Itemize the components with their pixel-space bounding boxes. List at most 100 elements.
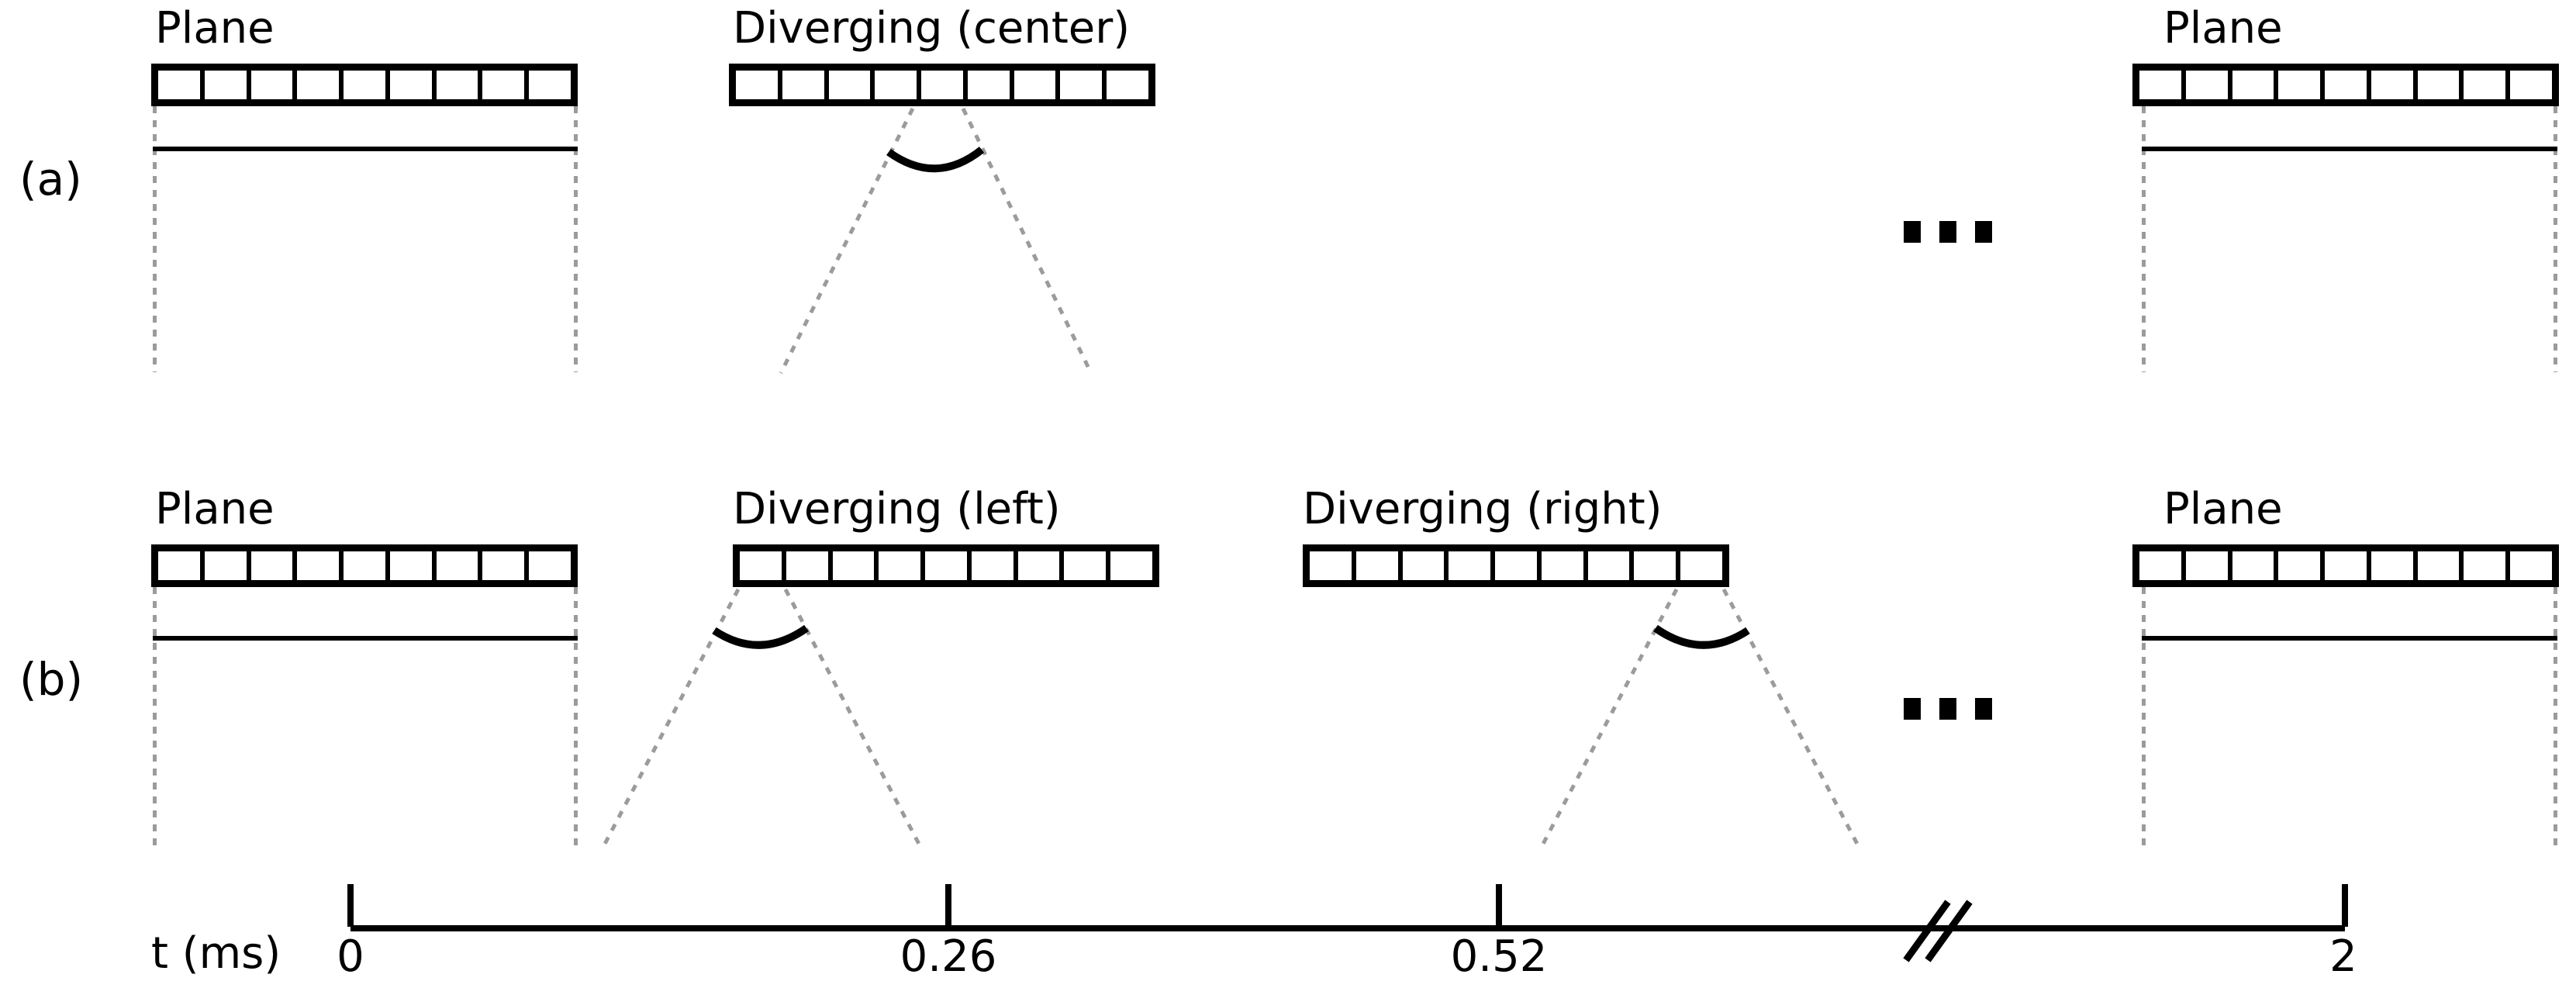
transducer-element	[2464, 71, 2511, 99]
axis-tick	[2342, 884, 2348, 927]
transducer-element	[832, 551, 879, 580]
transducer-element	[1064, 551, 1111, 580]
transducer-element	[529, 71, 571, 99]
aperture-edge-guide-line	[153, 106, 157, 372]
transducer-array	[1303, 544, 1729, 587]
plane-wavefront-line	[153, 147, 578, 151]
transducer-element	[204, 71, 251, 99]
axis-tick	[945, 884, 951, 927]
axis-tick-label-0: 0	[337, 931, 364, 982]
transducer-array	[733, 544, 1159, 587]
row-b-letter: (b)	[19, 653, 84, 706]
transducer-element	[967, 71, 1014, 99]
transducer-element	[782, 71, 829, 99]
transducer-element	[1355, 551, 1403, 580]
transducer-element	[1634, 551, 1681, 580]
aperture-edge-guide-line	[2142, 106, 2146, 372]
transducer-element	[971, 551, 1018, 580]
beam-edge-dashed-line	[779, 107, 915, 375]
transducer-element	[250, 551, 298, 580]
aperture-edge-guide-line	[2142, 587, 2146, 849]
transducer-element	[786, 551, 833, 580]
transducer-element	[2417, 551, 2464, 580]
diverging-wavefront-arc	[1653, 624, 1750, 649]
plane-wavefront-line	[2142, 147, 2557, 151]
transducer-element	[436, 551, 483, 580]
transducer-element	[2232, 551, 2279, 580]
transducer-array	[151, 544, 578, 587]
transducer-element	[921, 71, 968, 99]
panel-label-diverging-right: Diverging (right)	[1303, 484, 1663, 534]
axis-tick-label-2: 2	[2329, 931, 2357, 982]
transducer-element	[482, 71, 530, 99]
diverging-fan-center	[779, 107, 1093, 375]
transducer-element	[1060, 71, 1107, 99]
transducer-element	[436, 71, 483, 99]
plane-wavefront-line	[2142, 636, 2557, 641]
transducer-element	[2185, 71, 2232, 99]
axis-tick	[1496, 884, 1502, 927]
transducer-element	[389, 71, 437, 99]
beam-edge-dashed-line	[961, 107, 1093, 375]
transducer-element	[2278, 551, 2326, 580]
transducer-element	[2371, 71, 2418, 99]
transducer-element	[2325, 551, 2371, 580]
transducer-array	[2132, 544, 2559, 587]
transducer-element	[1017, 551, 1065, 580]
transducer-element	[2139, 551, 2186, 580]
beam-edge-dashed-line	[1721, 588, 1860, 847]
transducer-element	[250, 71, 298, 99]
panel-label-plane-a-left: Plane	[155, 3, 275, 54]
row-a-letter: (a)	[19, 153, 82, 206]
panel-label-plane-a-right: Plane	[2163, 3, 2283, 54]
transducer-element	[740, 551, 786, 580]
transducer-element	[297, 551, 344, 580]
transducer-element	[204, 551, 251, 580]
ellipsis-dot	[1904, 698, 1921, 720]
beam-edge-dashed-line	[1540, 588, 1679, 847]
continuation-ellipsis	[1904, 698, 1992, 720]
transducer-array	[151, 64, 578, 106]
transducer-element	[736, 71, 782, 99]
transducer-element	[925, 551, 972, 580]
transducer-element	[2464, 551, 2511, 580]
axis-tick-label-0-26: 0.26	[900, 931, 997, 982]
transducer-element	[297, 71, 344, 99]
diverging-fan-right	[1540, 588, 1860, 847]
transducer-element	[2510, 71, 2553, 99]
transducer-element	[1680, 551, 1723, 580]
transducer-element	[2325, 71, 2371, 99]
transducer-array	[729, 64, 1155, 106]
transducer-element	[158, 551, 205, 580]
transducer-element	[2139, 71, 2186, 99]
plane-wavefront-line	[153, 636, 578, 641]
transducer-element	[1013, 71, 1061, 99]
time-axis-line	[350, 925, 2345, 931]
diverging-wavefront-arc	[712, 624, 809, 649]
diverging-fan-left	[602, 588, 922, 847]
transducer-element	[879, 551, 926, 580]
transducer-element	[389, 551, 437, 580]
transducer-element	[2417, 71, 2464, 99]
transducer-element	[344, 551, 390, 580]
transducer-element	[1110, 551, 1153, 580]
transducer-element	[2278, 71, 2326, 99]
transducer-element	[1402, 551, 1449, 580]
aperture-edge-guide-line	[574, 106, 578, 372]
transducer-element	[828, 71, 875, 99]
axis-tick	[347, 884, 354, 927]
panel-label-plane-b-right: Plane	[2163, 484, 2283, 534]
aperture-edge-guide-line	[574, 587, 578, 849]
panel-label-diverging-center: Diverging (center)	[733, 3, 1131, 54]
transducer-element	[2510, 551, 2553, 580]
transducer-element	[1541, 551, 1588, 580]
panel-label-plane-b-left: Plane	[155, 484, 275, 534]
ellipsis-dot	[1975, 221, 1992, 243]
transducer-element	[529, 551, 571, 580]
transducer-element	[344, 71, 390, 99]
axis-tick-label-0-52: 0.52	[1450, 931, 1548, 982]
ellipsis-dot	[1975, 698, 1992, 720]
aperture-edge-guide-line	[2554, 587, 2557, 849]
